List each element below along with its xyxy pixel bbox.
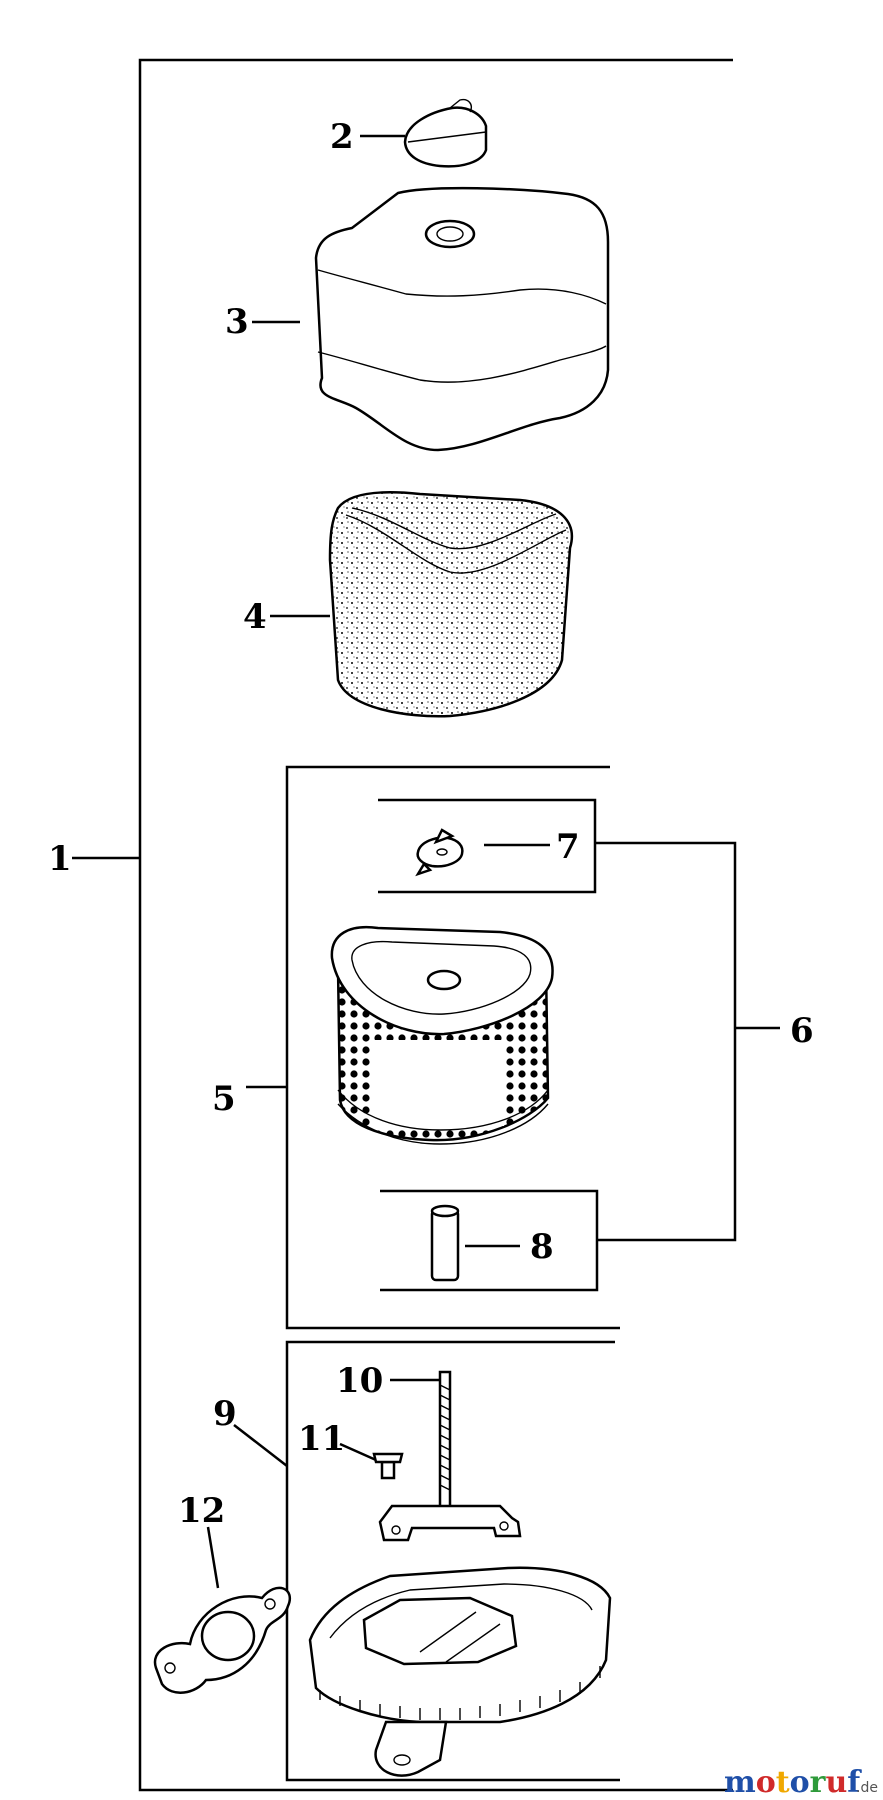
kit-bracket-9: [233, 1340, 620, 1782]
assembly-bracket-1: [72, 58, 733, 1792]
callout-5: 5: [212, 1079, 236, 1119]
callout-7: 7: [556, 827, 580, 867]
callout-9: 9: [213, 1394, 237, 1434]
callout-8: 8: [530, 1227, 554, 1267]
watermark-text: motoruf: [724, 1765, 862, 1800]
callout-2: 2: [330, 117, 354, 157]
callout-12: 12: [178, 1491, 225, 1531]
part-10-bracket: [378, 1504, 522, 1542]
callout-6: 6: [790, 1011, 814, 1051]
part-7-clip: [378, 798, 597, 894]
watermark-letter: r: [810, 1765, 827, 1800]
callout-1: 1: [48, 839, 72, 879]
callout-11: 11: [298, 1419, 345, 1459]
callout-4: 4: [243, 597, 267, 637]
kit-bracket-6: [595, 841, 780, 1242]
watermark-letter: t: [776, 1765, 790, 1800]
watermark-logo: motoruf .de: [724, 1765, 878, 1800]
part-9-base: [308, 1566, 612, 1777]
part-10-stud: [390, 1370, 452, 1512]
watermark-suffix: .de: [856, 1780, 878, 1796]
part-12-gasket: [153, 1526, 291, 1694]
watermark-letter: m: [724, 1765, 756, 1800]
part-8-tube: [380, 1189, 599, 1292]
kit-bracket-5: [246, 765, 620, 1330]
part-5-paper-element: [330, 925, 554, 1145]
watermark-letter: o: [756, 1765, 776, 1800]
callout-10: 10: [336, 1361, 383, 1401]
callout-3: 3: [225, 302, 249, 342]
watermark-letter: u: [825, 1765, 847, 1800]
watermark-letter: o: [790, 1765, 810, 1800]
part-11-screw: [339, 1442, 404, 1480]
part-3-cover: [252, 186, 610, 452]
part-2-knob: [360, 98, 488, 168]
part-4-foam-prefilter: [270, 490, 573, 718]
watermark-letter: f: [847, 1765, 862, 1800]
